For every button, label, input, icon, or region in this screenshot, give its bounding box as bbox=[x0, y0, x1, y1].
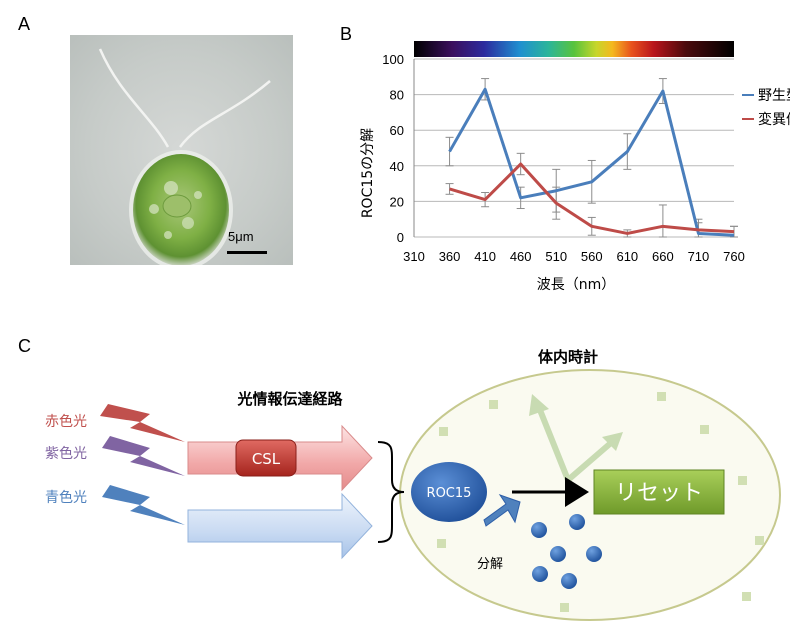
pathway-title: 光情報伝達経路 bbox=[236, 390, 343, 408]
light-spectrum-bar bbox=[414, 41, 734, 57]
red-lightning-icon bbox=[100, 404, 185, 442]
y-tick-label: 80 bbox=[390, 88, 404, 103]
panel-label-b: B bbox=[340, 24, 353, 44]
x-tick-label: 660 bbox=[652, 249, 674, 264]
roc15-protein bbox=[411, 462, 487, 522]
degradation-label: 分解 bbox=[477, 557, 503, 572]
clock-hand-icon bbox=[537, 407, 615, 483]
y-axis-label: ROC15の分解 bbox=[360, 128, 376, 218]
clock-title: 体内時計 bbox=[538, 348, 598, 366]
error-bars bbox=[445, 78, 738, 238]
y-tick-label: 40 bbox=[390, 159, 404, 174]
roc15-label: ROC15 bbox=[427, 486, 472, 501]
degraded-fragments bbox=[531, 514, 602, 589]
y-tick-label: 0 bbox=[397, 230, 404, 245]
x-tick-label: 410 bbox=[474, 249, 496, 264]
x-axis-ticks: 310 360 410 460 510 560 610 660 710 760 bbox=[403, 249, 745, 264]
degradation-chart: 0 20 40 60 80 100 310 360 410 460 510 560 610 660 710… bbox=[360, 41, 790, 293]
cell-micrograph bbox=[70, 35, 293, 265]
x-tick-label: 360 bbox=[439, 249, 461, 264]
csl-label: CSL bbox=[252, 450, 281, 468]
csl-box bbox=[235, 439, 297, 477]
x-tick-label: 510 bbox=[545, 249, 567, 264]
reset-box bbox=[593, 469, 725, 515]
clock-hand-tip bbox=[529, 394, 549, 416]
cell-illustration bbox=[98, 48, 271, 265]
y-tick-label: 100 bbox=[382, 52, 404, 67]
scale-bar bbox=[227, 251, 267, 254]
error-bar bbox=[445, 183, 454, 195]
blue-light-pathway-arrow bbox=[187, 492, 373, 560]
flagellum-left bbox=[98, 48, 170, 148]
clock-hand-tip-2 bbox=[602, 432, 623, 451]
chart-grid bbox=[413, 58, 734, 238]
degradation-arrow bbox=[483, 494, 521, 527]
violet-lightning-icon bbox=[102, 436, 185, 476]
y-tick-label: 60 bbox=[390, 123, 404, 138]
y-tick-label: 20 bbox=[390, 194, 404, 209]
x-tick-label: 610 bbox=[616, 249, 638, 264]
error-bar bbox=[658, 204, 667, 238]
series-line-0 bbox=[448, 87, 735, 237]
x-tick-label: 760 bbox=[723, 249, 745, 264]
signaling-diagram: 体内時計 光情報伝達経路 赤色光 紫色光 青色光 CSL ROC15 リセット … bbox=[45, 348, 781, 621]
series-lines bbox=[448, 87, 735, 237]
legend-label: 変異体 bbox=[758, 111, 790, 128]
merge-brace bbox=[377, 441, 405, 543]
x-axis-label: 波長（nm） bbox=[537, 277, 616, 293]
panel-label-a: A bbox=[18, 14, 31, 34]
violet-light-label: 紫色光 bbox=[45, 445, 87, 462]
error-bar bbox=[445, 136, 454, 167]
legend-label: 野生型 bbox=[758, 88, 790, 104]
blue-lightning-icon bbox=[102, 485, 185, 525]
x-tick-label: 310 bbox=[403, 249, 425, 264]
clock-tick-marks bbox=[437, 392, 764, 612]
blue-light-label: 青色光 bbox=[45, 489, 87, 506]
reset-label: リセット bbox=[615, 481, 703, 506]
y-axis-ticks: 0 20 40 60 80 100 bbox=[382, 52, 404, 245]
red-light-label: 赤色光 bbox=[45, 413, 87, 430]
flagellum-right bbox=[178, 80, 271, 148]
panel-label-c: C bbox=[18, 336, 31, 356]
x-tick-label: 460 bbox=[510, 249, 532, 264]
circadian-clock-ellipse bbox=[399, 369, 781, 621]
scale-bar-label: 5μm bbox=[228, 229, 254, 244]
chart-legend: 野生型変異体 bbox=[742, 88, 790, 128]
series-line-1 bbox=[449, 162, 735, 235]
x-tick-label: 560 bbox=[581, 249, 603, 264]
x-tick-label: 710 bbox=[688, 249, 710, 264]
